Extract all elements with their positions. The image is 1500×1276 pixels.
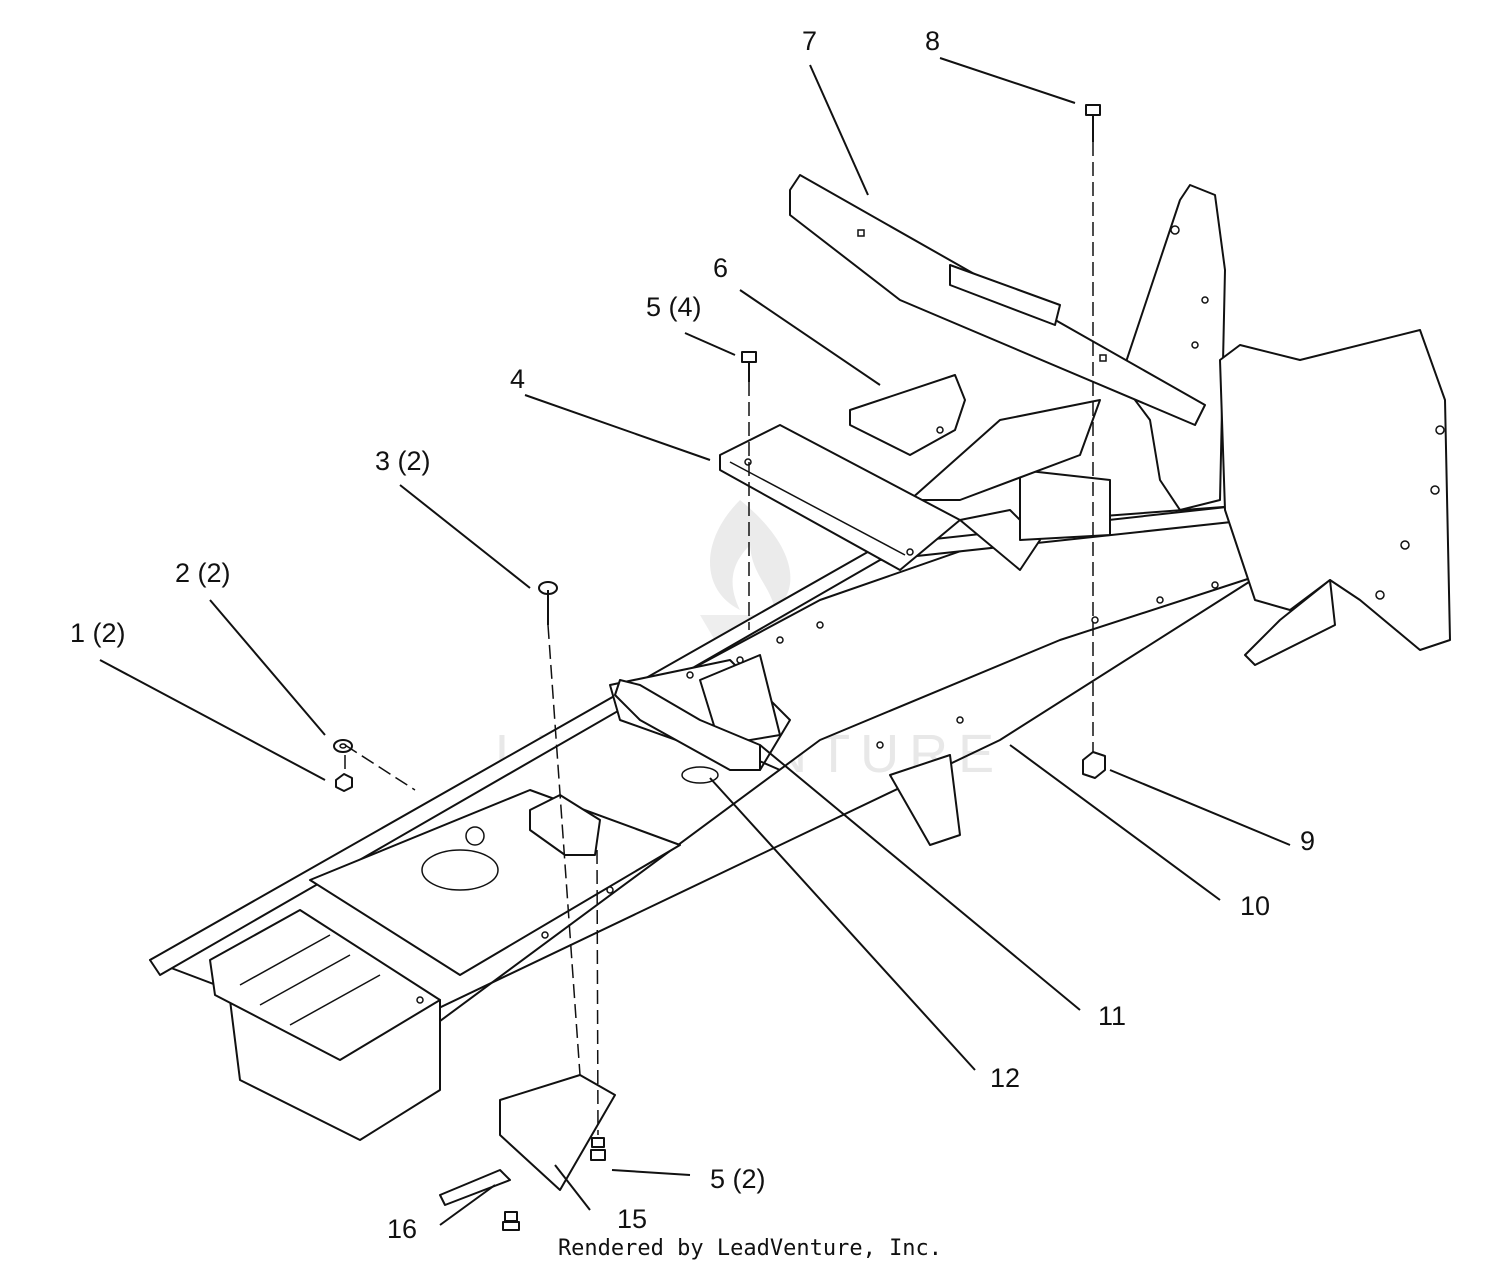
callout-5-lower: 5 (2) [710,1164,766,1194]
assembly-lines [344,142,1094,1136]
bolt-part-5-lower [590,1137,606,1161]
footer-credit: Rendered by LeadVenture, Inc. [557,1236,943,1261]
hitch-part-11 [614,679,761,771]
frame-holes [416,225,1445,1004]
callout-1: 1 (2) [70,618,126,648]
callout-4: 4 [510,364,525,394]
bracket-part-4 [719,424,961,571]
callout-11: 11 [1098,1001,1126,1031]
callout-2: 2 (2) [175,558,231,588]
leader-lines [99,57,1291,1226]
clip-part-16 [439,1169,511,1206]
callout-15: 15 [617,1204,647,1234]
washer-part-2 [333,739,353,753]
main-frame-10 [149,184,1451,1141]
callout-labels: 1 (2) 2 (2) 3 (2) 4 5 (4) 6 7 8 9 10 11 … [70,26,1315,1244]
plug-part-12 [681,766,719,784]
callout-12: 12 [990,1063,1020,1093]
callout-6: 6 [713,253,728,283]
callout-10: 10 [1240,891,1270,921]
callout-3: 3 (2) [375,446,431,476]
screw-part-16 [502,1211,520,1231]
nut-part-9 [1082,751,1106,779]
bolt-part-8 [1085,104,1101,142]
callout-5-upper: 5 (4) [646,292,702,322]
callout-9: 9 [1300,826,1315,856]
callout-16: 16 [387,1214,417,1244]
bolt-part-3 [538,581,558,625]
callout-7: 7 [802,26,817,56]
bracket-part-15 [499,1074,616,1191]
nut-part-1 [335,773,353,792]
bracket-part-6 [849,374,966,456]
callout-8: 8 [925,26,940,56]
bolt-part-5-upper [741,351,757,382]
